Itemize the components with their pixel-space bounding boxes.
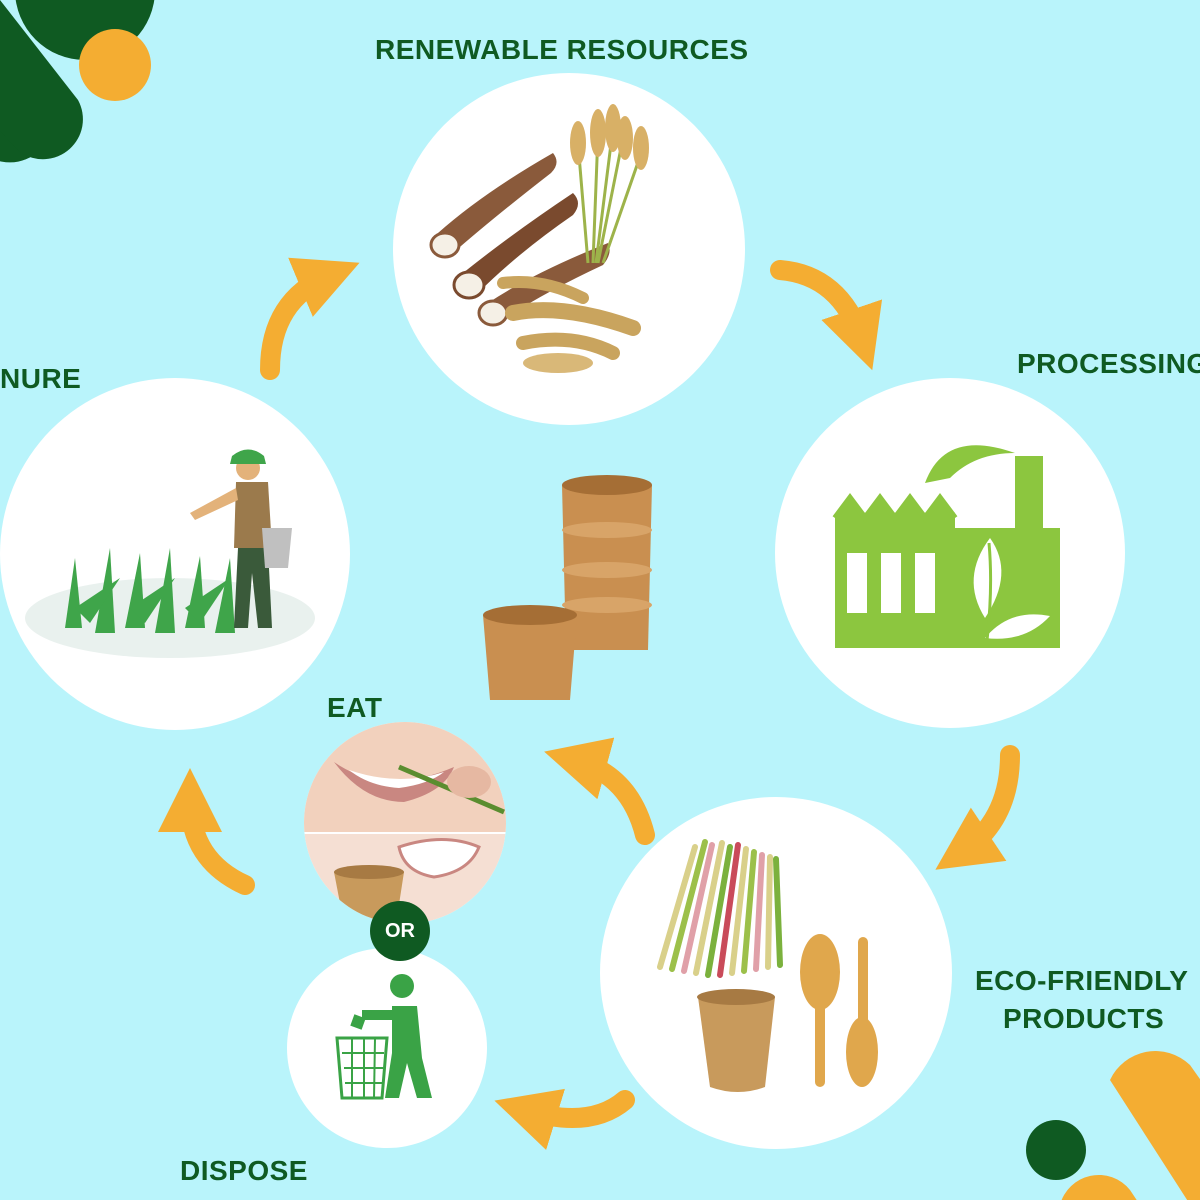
arrow-manure-to-renewable [260, 257, 360, 380]
stage-circle-eat [304, 722, 506, 924]
label-products: PRODUCTS [1003, 1003, 1165, 1034]
label-eat: EAT [327, 692, 383, 723]
arrow-eat-to-manure [158, 768, 255, 895]
straws-cup-spoons-icon [657, 839, 878, 1092]
stage-circle-manure [0, 378, 350, 730]
corner-decoration-top-left [0, 0, 155, 163]
stage-circle-processing [775, 378, 1125, 728]
eating-straw-cup-icon [304, 722, 506, 924]
arrow-products-to-dispose [494, 1088, 635, 1150]
stage-circle-renewable-resources [393, 73, 745, 425]
arrow-products-to-eat [544, 737, 655, 845]
stage-circle-dispose [287, 948, 487, 1148]
label-manure: NURE [0, 363, 82, 394]
label-dispose: DISPOSE [180, 1155, 308, 1186]
label-processing: PROCESSING [1017, 348, 1200, 379]
label-eco-friendly: ECO-FRIENDLY [975, 965, 1189, 996]
arrow-processing-to-products [935, 745, 1020, 870]
farmer-fertilizing-icon [25, 449, 315, 658]
arrow-renewable-to-processing [770, 260, 883, 371]
cassava-grain-millet-icon [429, 104, 649, 373]
stage-circle-eco-friendly-products [600, 797, 952, 1149]
eco-factory-icon [832, 445, 1060, 648]
cycle-arrows [158, 257, 1020, 1150]
recycle-bin-person-icon [335, 974, 432, 1100]
or-badge: OR [370, 901, 430, 961]
corner-decoration-bottom-right [1026, 1051, 1200, 1200]
label-renewable-resources: RENEWABLE RESOURCES [375, 34, 749, 65]
